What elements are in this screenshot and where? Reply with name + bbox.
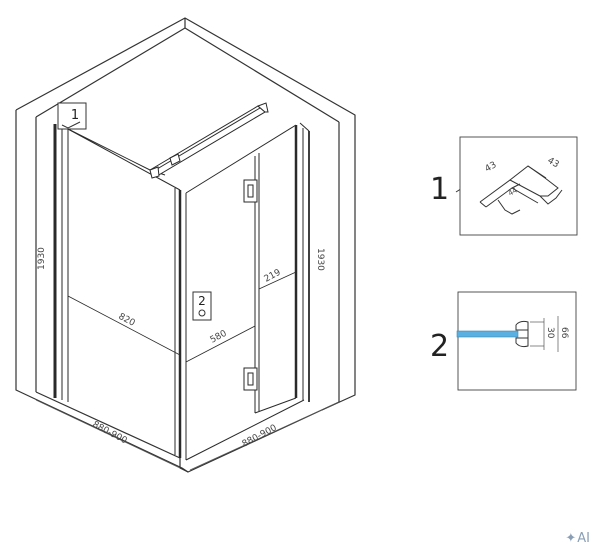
fixed-panel-label: 580 [209, 329, 229, 346]
glass-panels [53, 120, 310, 461]
detail-1-dim-b: 43 [546, 156, 561, 170]
door-width-label: 820 [117, 312, 137, 329]
base-right-label: 880-900 [241, 423, 279, 450]
dimension-lines [35, 399, 340, 471]
svg-text:2: 2 [198, 294, 206, 308]
detail-2-dim-a: 30 [545, 327, 555, 339]
detail-2: 2 30 66 [430, 291, 577, 391]
callout-2: 2 [192, 291, 212, 321]
detail-1-dim-c: 44 [507, 186, 519, 198]
svg-text:1: 1 [71, 108, 79, 123]
stabilizer-bar [149, 102, 269, 179]
detail-2-number: 2 [430, 329, 449, 364]
base-left-label: 880-900 [91, 420, 129, 447]
detail-1-number: 1 [430, 172, 449, 207]
wall-outlines [15, 17, 356, 473]
sparkle-icon: ✦ [565, 531, 577, 546]
hinge-panel-label: 219 [263, 268, 283, 285]
detail-1-dim-a: 43 [484, 160, 499, 174]
detail-2-dim-b: 66 [559, 327, 569, 339]
hinges [243, 179, 258, 391]
callout-1: 1 [57, 102, 87, 130]
glass-edge [456, 330, 519, 338]
detail-1: 1 43 43 44 [430, 136, 578, 236]
height-left-label: 1930 [37, 247, 47, 270]
ai-watermark: ✦AI [565, 531, 590, 546]
height-right-label: 1930 [315, 248, 325, 271]
